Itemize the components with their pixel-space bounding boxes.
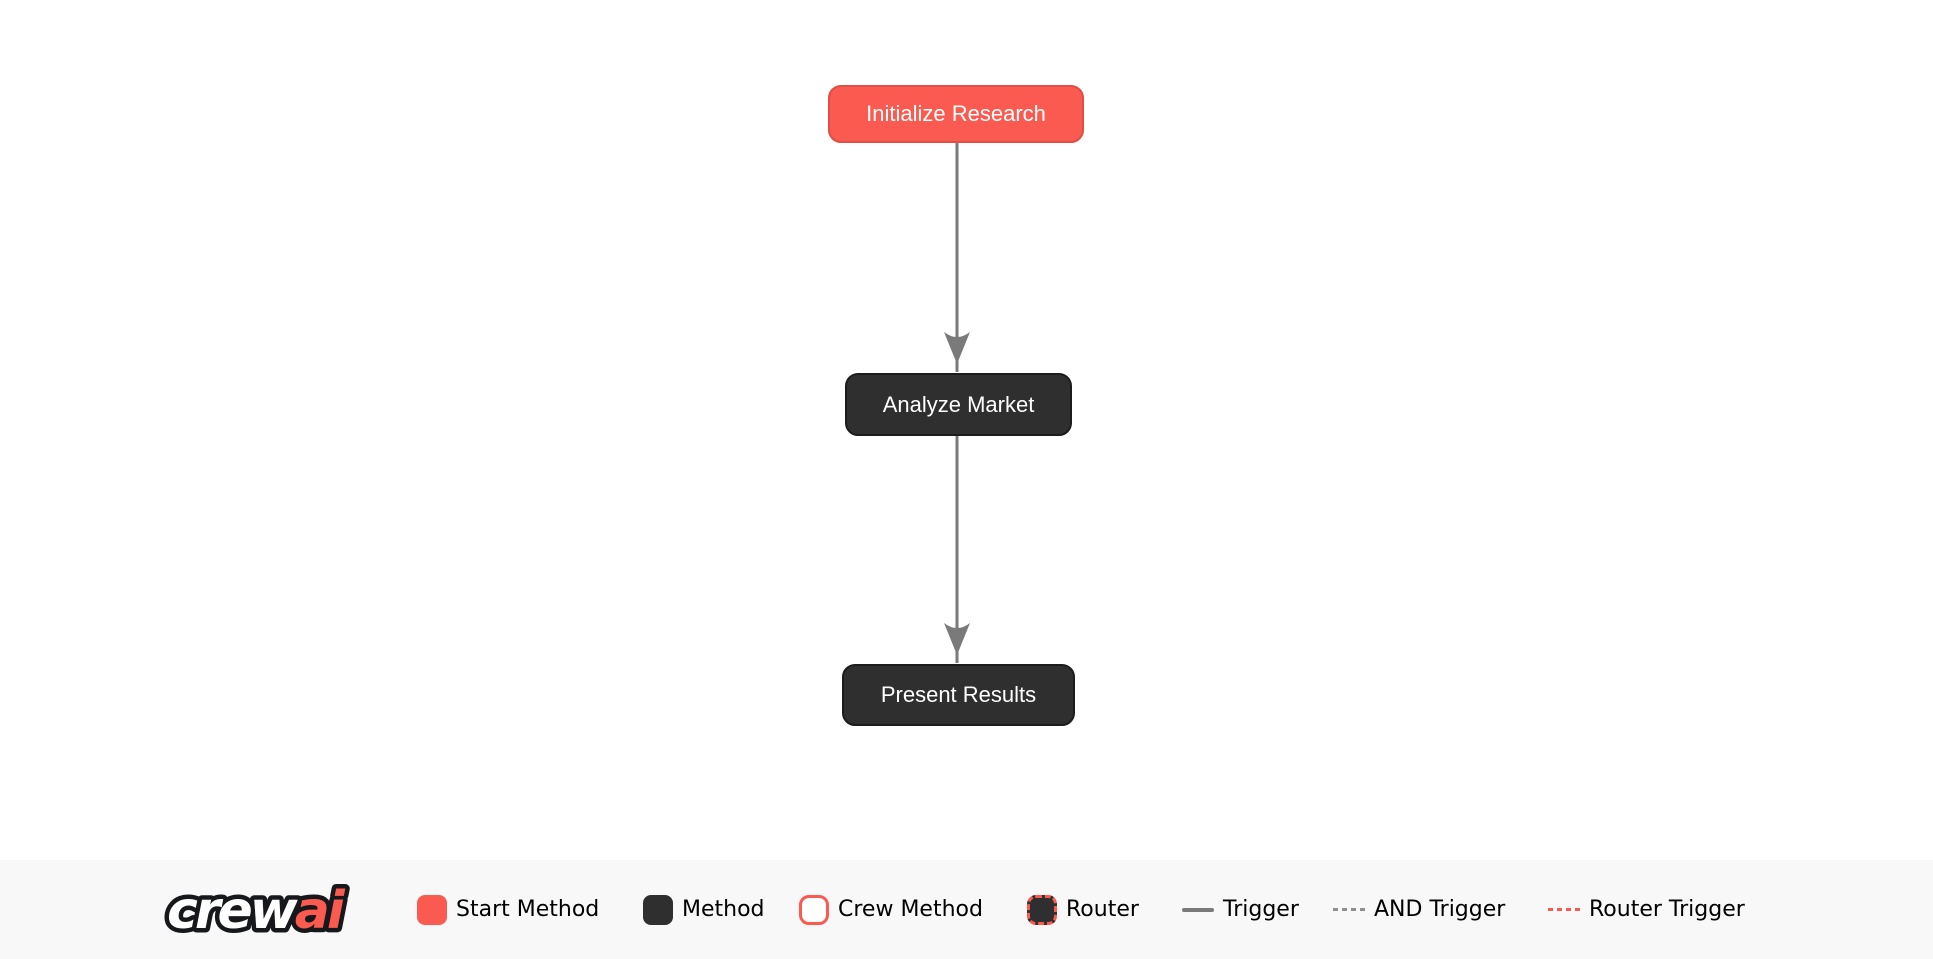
legend-item-label: Start Method: [456, 897, 600, 922]
legend-item-router: Router: [1027, 860, 1139, 959]
router-swatch-icon: [1027, 894, 1057, 925]
flow-node-present-results[interactable]: Present Results: [842, 664, 1075, 726]
method-swatch-icon: [643, 894, 673, 925]
flow-node-initialize-research[interactable]: Initialize Research: [828, 85, 1084, 143]
legend-item-label: Trigger: [1223, 897, 1299, 922]
legend-item-start-method: Start Method: [417, 860, 599, 959]
crewai-logo-image: crewai: [163, 876, 353, 945]
edge-arrowhead: [944, 623, 970, 655]
legend-bar: crewai Start Method Method Crew Method R…: [0, 860, 1933, 959]
legend-item-label: Router: [1066, 897, 1139, 922]
start-method-swatch-icon: [417, 894, 447, 925]
legend-item-router-trigger: Router Trigger: [1548, 860, 1745, 959]
and-trigger-line-icon: [1333, 908, 1365, 911]
flow-node-analyze-market[interactable]: Analyze Market: [845, 373, 1072, 436]
flow-edges-layer: [944, 143, 970, 663]
legend-item-crew-method: Crew Method: [799, 860, 983, 959]
legend-item-label: Crew Method: [838, 897, 983, 922]
node-label: Analyze Market: [882, 391, 1035, 417]
edge-arrowhead: [944, 332, 970, 364]
legend-item-trigger: Trigger: [1182, 860, 1299, 959]
legend-item-label: Method: [682, 897, 765, 922]
legend-item-label: Router Trigger: [1589, 897, 1745, 922]
logo-text-crew: crew: [167, 881, 299, 941]
node-label: Initialize Research: [866, 101, 1046, 126]
trigger-edge-initialize-to-analyze: [944, 143, 970, 372]
legend-item-label: AND Trigger: [1374, 897, 1506, 922]
crewai-logo-text: crewai: [167, 881, 346, 941]
legend-item-and-trigger: AND Trigger: [1333, 860, 1505, 959]
node-label: Present Results: [880, 682, 1037, 707]
logo-text-ai: ai: [295, 881, 346, 941]
crew-method-swatch-icon: [799, 894, 829, 925]
legend-item-method: Method: [643, 860, 765, 959]
trigger-line-icon: [1182, 907, 1214, 912]
router-trigger-line-icon: [1548, 908, 1580, 911]
crewai-logo: crewai: [163, 860, 391, 959]
flow-canvas[interactable]: Initialize Research Analyze Market Prese…: [0, 0, 1933, 860]
trigger-edge-analyze-to-present: [944, 436, 970, 663]
